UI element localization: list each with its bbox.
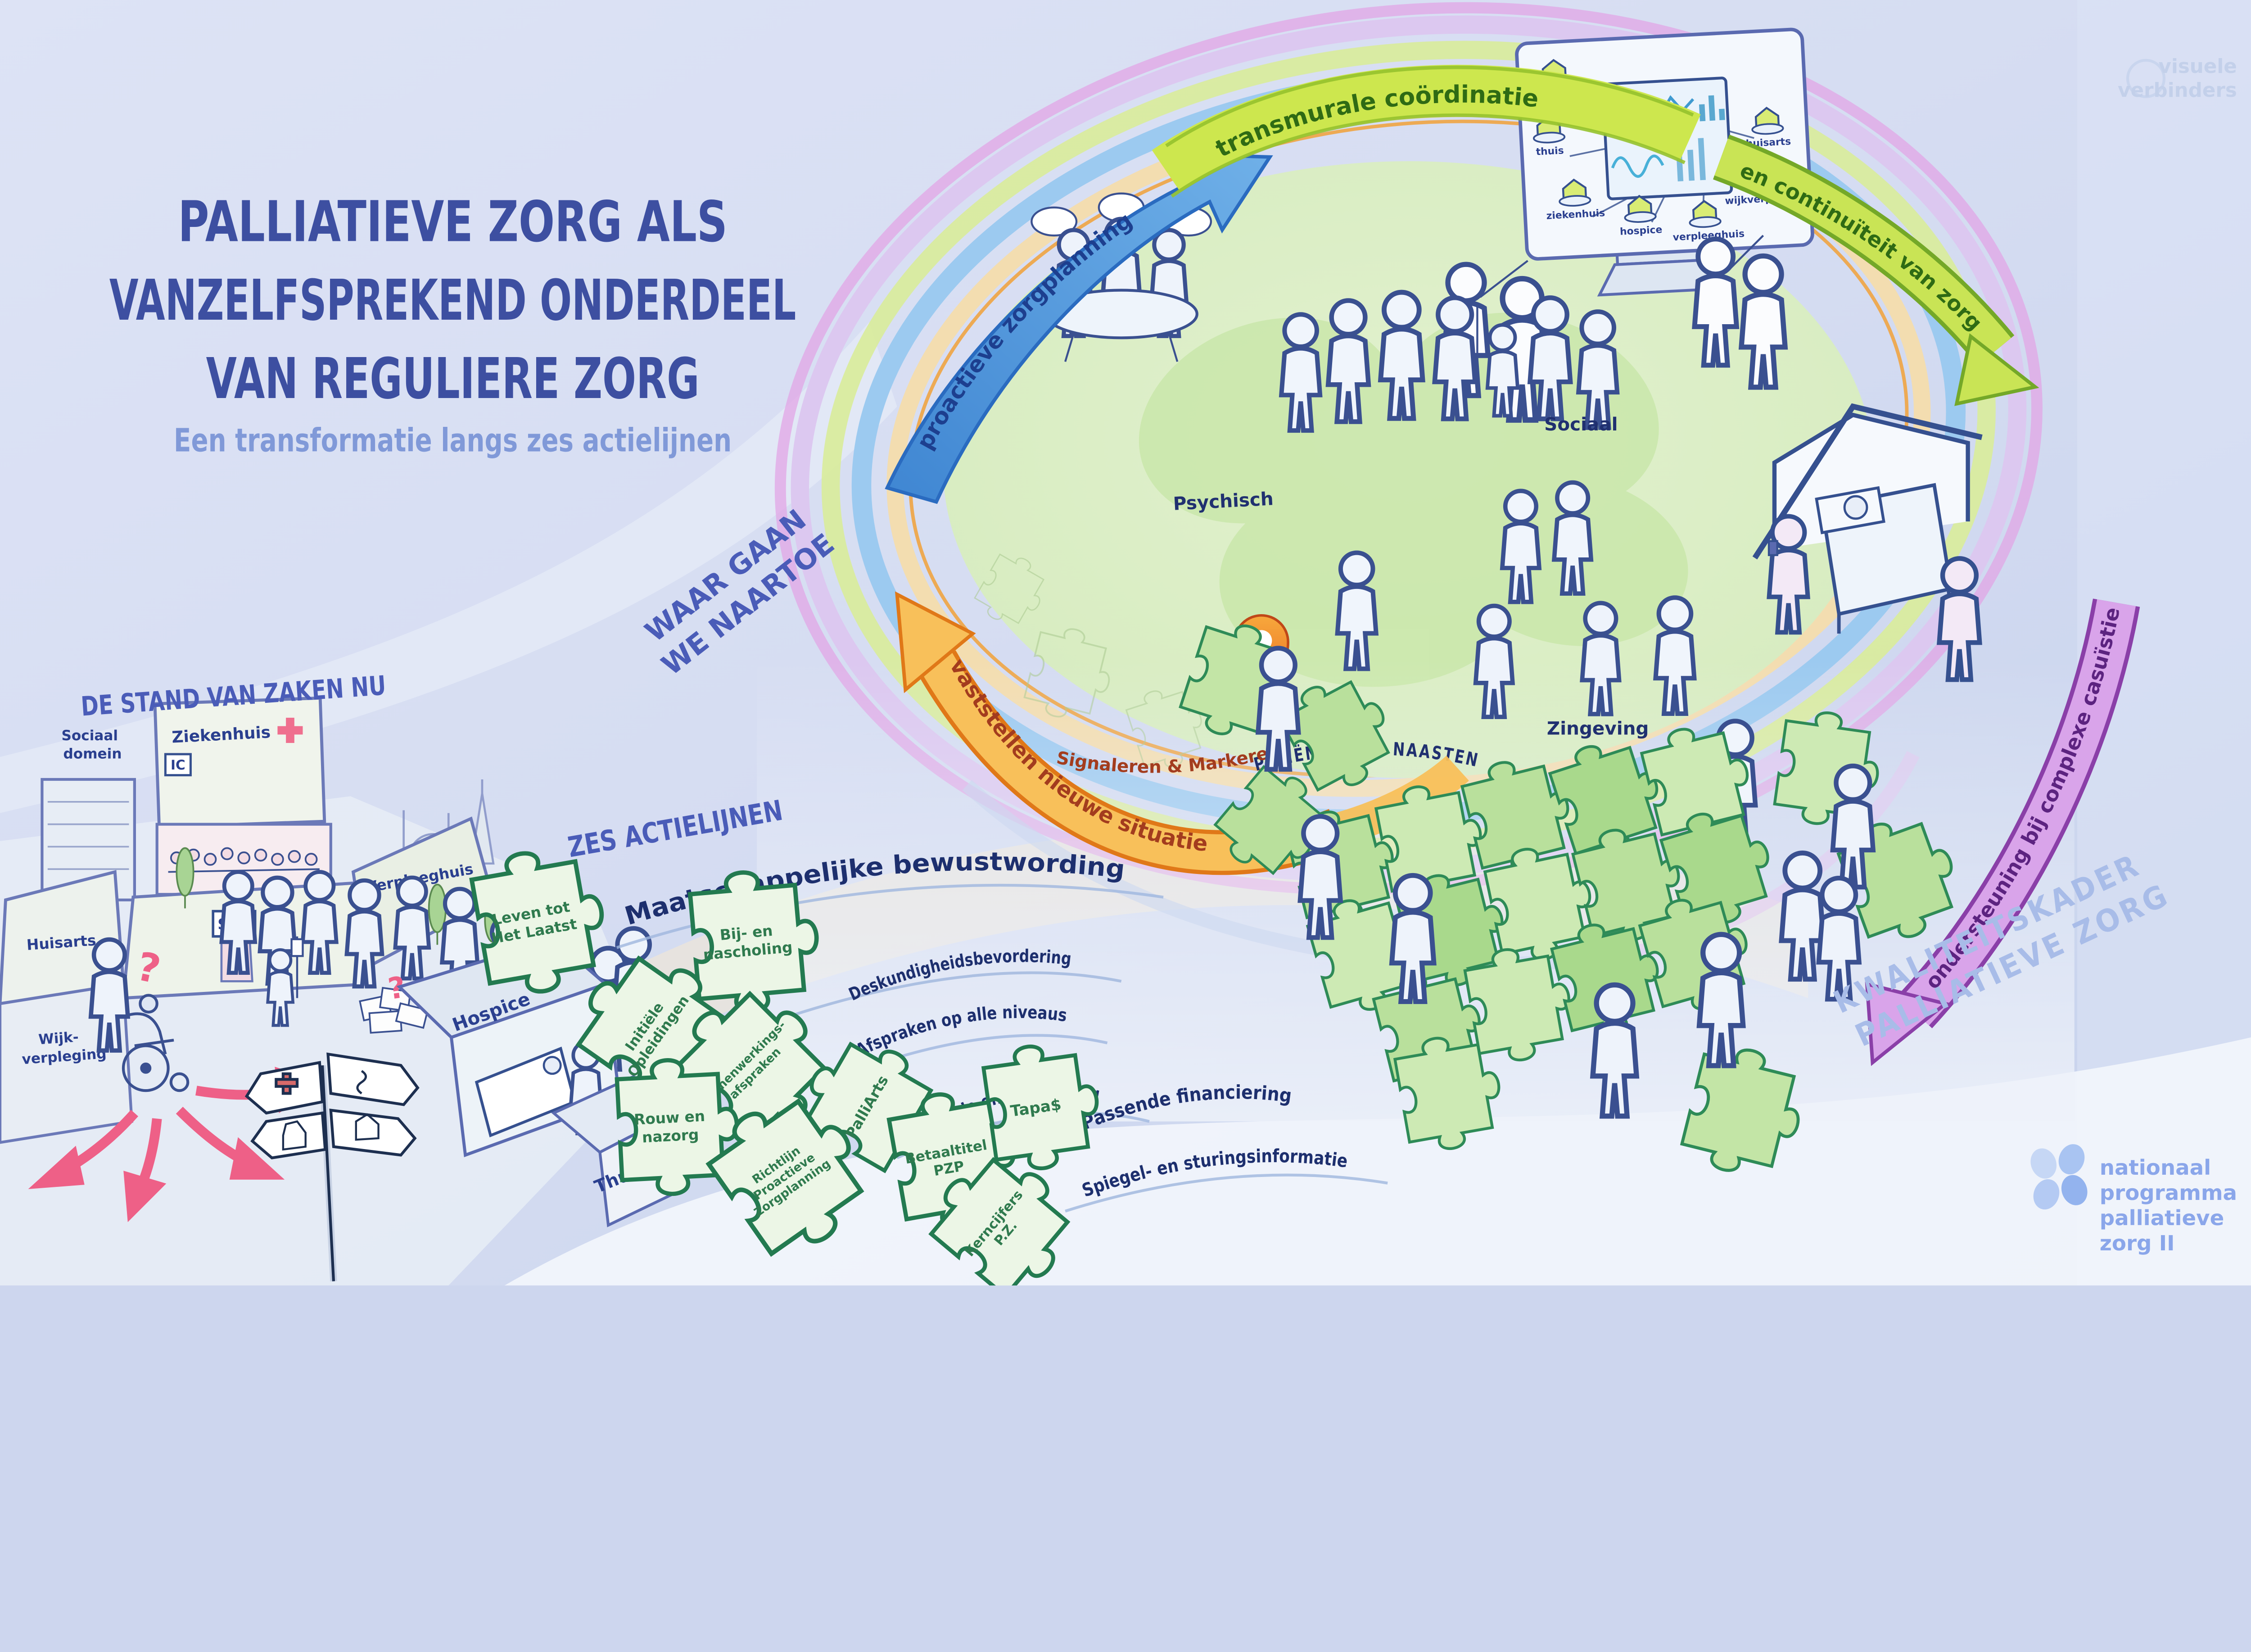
page-title-line2: VANZELFSPREKEND ONDERDEEL	[109, 268, 796, 333]
page-title-line1: PALLIATIEVE ZORG ALS	[178, 189, 727, 254]
wheelchair-scene	[91, 940, 190, 1092]
instrument-puzzles: Leven totHet Laatst Bij- ennascholing In…	[469, 842, 1105, 1285]
watermark-logo-icon	[2126, 59, 2166, 98]
city-sociaal-line1: Sociaal	[61, 728, 118, 744]
presenters	[1444, 235, 1785, 420]
city-crowd	[221, 872, 653, 1069]
puzzle-rouw-en-nazorg: Rouw ennazorg	[616, 1057, 740, 1196]
puzzle-richtlijn-pzp: RichtlijnProactieveZorgplanning	[699, 1077, 886, 1268]
home-bed-scene	[1752, 403, 1983, 679]
logo-line1: nationaal	[2100, 1156, 2211, 1180]
dim-zingeving: Zingeving	[1547, 717, 1649, 739]
patients-group	[1281, 292, 1755, 842]
watermark-line1: visuele	[2158, 55, 2237, 78]
puzzle-leven-tot-het-laatst: Leven totHet Laatst	[469, 842, 613, 1000]
svg-text:Rouw ennazorg: Rouw ennazorg	[633, 1108, 706, 1147]
watermark-line2: verbinders	[2118, 79, 2237, 102]
puzzle-betaaltitel-pzp: BetaaltitelPZP	[886, 1083, 1025, 1236]
wb-label-thuis: thuis	[1536, 145, 1564, 158]
city-sociaal-line2: domein	[63, 746, 122, 762]
logo-line3: palliatieve	[2100, 1206, 2224, 1231]
illustration-canvas: PALLIATIEVE ZORG ALS VANZELFSPREKEND OND…	[0, 0, 2251, 1285]
watermark: visuele verbinders	[2118, 55, 2237, 102]
infographic-stage: PALLIATIEVE ZORG ALS VANZELFSPREKEND OND…	[0, 0, 2251, 1285]
left-swoosh	[0, 322, 897, 813]
puzzle-tapas: Tapa$	[981, 1038, 1105, 1175]
city-ic: IC	[171, 757, 185, 773]
puzzle-kerncijfers-pz: KerncijfersP.Z.	[919, 1138, 1090, 1285]
wb-label-hospice: hospice	[1620, 224, 1663, 238]
logo-petals-icon	[2030, 1144, 2088, 1210]
title-block: PALLIATIEVE ZORG ALS VANZELFSPREKEND OND…	[109, 189, 796, 459]
logo-nationaal-programma: nationaal programma palliatieve zorg II	[2030, 1144, 2237, 1256]
page-subtitle: Een transformatie langs zes actielijnen	[174, 421, 732, 459]
city-wijk-line1: Wijk-	[38, 1029, 79, 1048]
page-title-line3: VAN REGULIERE ZORG	[206, 346, 700, 412]
logo-line2: programma	[2100, 1181, 2237, 1205]
dim-sociaal: Sociaal	[1544, 413, 1618, 435]
papers-pile	[359, 987, 429, 1034]
puzzle-bij-en-nascholing: Bij- ennascholing	[689, 867, 823, 1016]
puzzle-palliarts: PalliArts	[791, 1024, 951, 1178]
signpost	[244, 1052, 420, 1281]
logo-line4: zorg II	[2100, 1231, 2175, 1256]
dim-psychisch: Psychisch	[1173, 488, 1274, 515]
red-cross-icon	[277, 718, 303, 743]
